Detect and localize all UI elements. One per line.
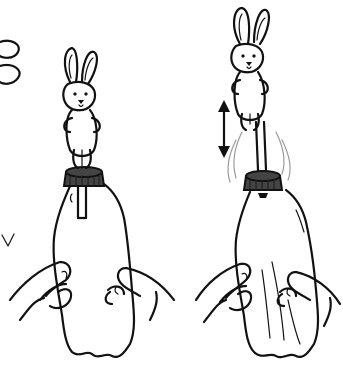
motion-lines [227,131,291,183]
bottle-right [234,188,320,359]
straw-right [254,120,268,172]
cap-left [62,166,106,187]
cap-right [242,170,284,198]
panel-left [8,46,176,358]
hands-right [194,262,342,328]
cropped-left-edge-drawing [0,39,21,247]
up-down-arrow-icon [218,100,230,158]
hands-left [8,260,176,322]
bottle-left [52,182,136,358]
bunny-left [62,46,101,170]
bunny-right [230,6,270,132]
panel-right [194,6,342,359]
